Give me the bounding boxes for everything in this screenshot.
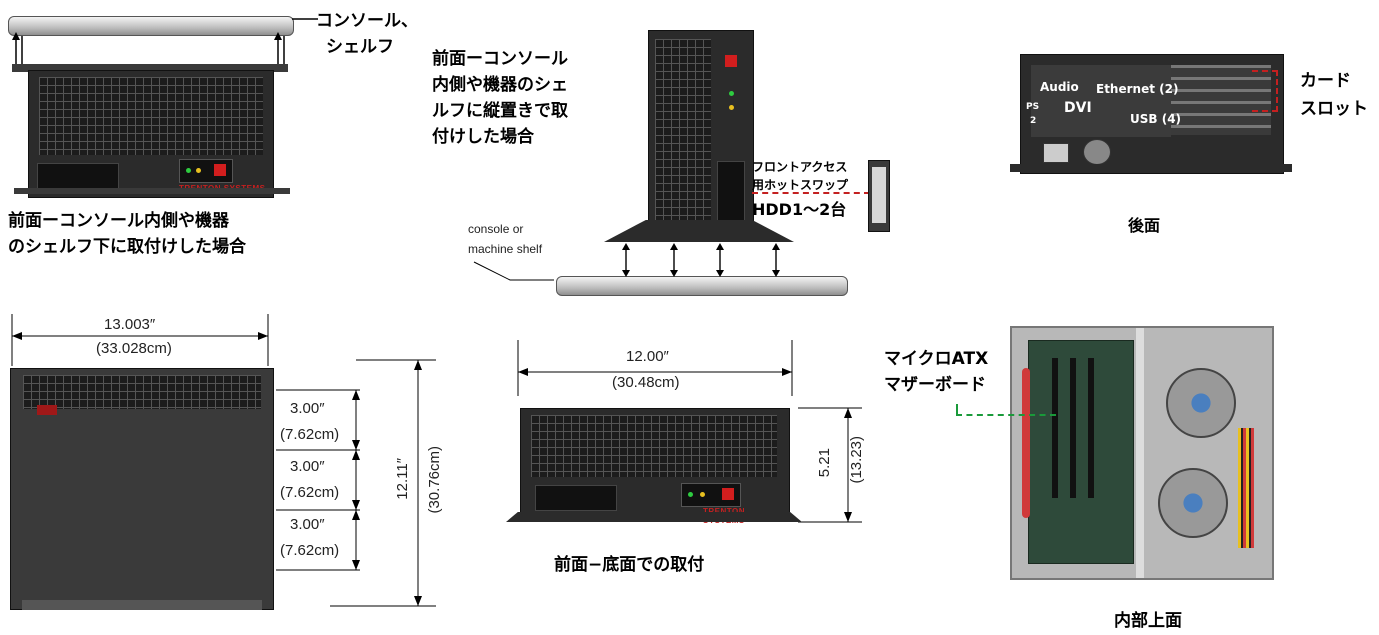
chassis-front: TRENTON SYSTEMS: [520, 408, 790, 525]
caption-vertical-1: 前面ーコンソール: [432, 49, 568, 69]
leader-console: [292, 18, 318, 20]
cpu-fan-bottom: [1158, 468, 1228, 538]
dim-slot2-in: 3.00″: [290, 458, 325, 475]
hdd-module: [868, 160, 890, 232]
chassis-under-shelf: TRENTON SYSTEMS: [28, 70, 274, 198]
label-micro-atx-1: マイクロATX: [884, 349, 989, 369]
caption-front-under-1: 前面ーコンソール内側や機器: [8, 211, 229, 231]
rear-audio-label: Audio: [1040, 80, 1079, 94]
label-console-shelf-2: シェルフ: [326, 37, 394, 57]
rear-ps-label: PS: [1026, 102, 1040, 112]
front-view-power-switch: [722, 488, 734, 500]
caption-rear: 後面: [1128, 216, 1161, 235]
console-shelf-center: [556, 276, 848, 296]
rear-foot: [1010, 164, 1292, 172]
label-hdd-2: 用ホットスワップ: [752, 178, 849, 192]
top-view-red-tag: [37, 405, 57, 415]
top-view-bottom-flange: [22, 600, 262, 610]
label-hdd-1: フロントアクセス: [752, 160, 848, 174]
label-hdd-3: HDD1～2台: [752, 200, 847, 219]
chassis-vertical: [648, 30, 754, 242]
drive-bay: [37, 163, 119, 189]
motherboard: [1028, 340, 1134, 564]
mount-arrows-center: [622, 243, 780, 277]
caption-vertical-4: 付けした場合: [432, 127, 534, 147]
top-view-dimension-lines: [11, 314, 436, 607]
front-view-power-panel: [681, 483, 741, 507]
dim-slot1-in: 3.00″: [290, 400, 325, 417]
dim-slot3-cm: (7.62cm): [280, 542, 340, 559]
label-card-slot-2: スロット: [1300, 99, 1368, 119]
vertical-grill: [655, 39, 711, 233]
bracket-top-left: [12, 64, 288, 72]
dim-slot3-in: 3.00″: [290, 516, 325, 533]
leader-micro-atx-v: [956, 404, 958, 416]
console-shelf-top-left: [8, 16, 294, 36]
power-switch: [214, 164, 226, 176]
vertical-base-plate: [604, 220, 794, 242]
leader-hdd: [752, 192, 870, 194]
label-console-shelf-1: コンソール、: [316, 11, 418, 31]
dim-slot2-cm: (7.62cm): [280, 484, 340, 501]
cable-red: [1022, 368, 1030, 518]
led-yellow: [196, 168, 201, 173]
power-panel: [179, 159, 233, 183]
dim-front-width-cm: (30.48cm): [612, 374, 680, 391]
label-console-en-2: machine shelf: [468, 242, 543, 256]
psu-fan: [1083, 139, 1111, 165]
caption-vertical-3: ルフに縦置きで取: [432, 101, 568, 121]
leader-console-en: [473, 261, 554, 281]
shelf-foot-left: [14, 188, 290, 194]
cpu-fan-top: [1166, 368, 1236, 438]
vertical-led-green: [729, 91, 734, 96]
rear-ps2-label: 2: [1030, 116, 1037, 126]
label-card-slot-1: カード: [1300, 71, 1351, 91]
top-view-vent: [23, 375, 261, 409]
rear-usb-label: USB (4): [1130, 112, 1182, 126]
vertical-power-switch: [725, 55, 737, 67]
front-grill: [39, 77, 263, 155]
vertical-led-yellow: [729, 105, 734, 110]
chassis-top-view: [10, 368, 274, 610]
divider: [1136, 328, 1144, 578]
dim-width-in: 13.003″: [104, 316, 156, 333]
rear-dvi-label: DVI: [1064, 100, 1092, 116]
dim-depth-cm: (30.76cm): [426, 446, 443, 514]
hdd-face: [872, 167, 886, 223]
dim-height-in: 5.21: [816, 448, 833, 478]
power-inlet: [1043, 143, 1069, 163]
rear-ethernet-label: Ethernet (2): [1096, 82, 1179, 96]
leader-micro-atx-h: [956, 414, 1056, 416]
io-panel: [1031, 65, 1171, 137]
wire-bundle: [1238, 428, 1254, 548]
label-micro-atx-2: マザーボード: [884, 375, 986, 395]
card-slots: [1171, 65, 1271, 135]
front-view-grill: [531, 415, 777, 477]
front-view-led-yellow: [700, 492, 705, 497]
dim-front-width-in: 12.00″: [626, 348, 669, 365]
led-green: [186, 168, 191, 173]
dim-width-cm: (33.028cm): [96, 340, 172, 357]
pci-slot-2: [1070, 358, 1076, 498]
caption-front-bottom: 前面−底面での取付: [554, 555, 705, 575]
front-view-feet: [506, 512, 802, 522]
label-console-en-1: console or: [468, 222, 524, 236]
front-view-drive-bay: [535, 485, 617, 511]
front-view-led-green: [688, 492, 693, 497]
dim-slot1-cm: (7.62cm): [280, 426, 340, 443]
dim-depth-in: 12.11″: [394, 458, 411, 500]
caption-internal: 内部上面: [1114, 611, 1182, 631]
pci-slot-3: [1088, 358, 1094, 498]
dim-height-cm: (13.23): [848, 436, 865, 484]
pci-slot-1: [1052, 358, 1058, 498]
card-slot-bracket: [1252, 70, 1278, 112]
internal-chassis: [1010, 326, 1274, 580]
caption-vertical-2: 内側や機器のシェ: [432, 75, 568, 95]
front-dimension-lines: [517, 340, 862, 523]
chassis-rear: [1020, 54, 1284, 174]
caption-front-under-2: のシェルフ下に取付けした場合: [8, 237, 246, 257]
